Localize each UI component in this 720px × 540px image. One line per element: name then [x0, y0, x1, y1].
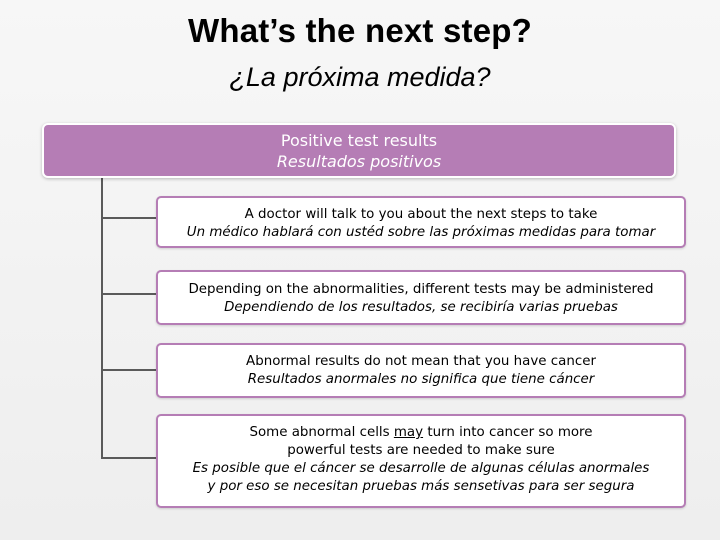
slide-title: What’s the next step?	[187, 12, 532, 49]
step-card-different-tests: Depending on the abnormalities, differen…	[156, 270, 686, 325]
step-card-4-english-line2: powerful tests are needed to make sure	[287, 443, 555, 458]
step-card-4-english-line1: Some abnormal cells may turn into cancer…	[249, 425, 593, 440]
root-node-title: Positive test results	[280, 131, 438, 150]
step-card-2-spanish: Dependiendo de los resultados, se recibi…	[224, 300, 618, 315]
tree-connector-branch-3	[101, 369, 157, 371]
step-card-doctor-talk: A doctor will talk to you about the next…	[156, 196, 686, 248]
step-card-4-spanish-line1: Es posible que el cáncer se desarrolle d…	[192, 461, 650, 476]
step-card-more-tests: Some abnormal cells may turn into cancer…	[156, 414, 686, 508]
tree-connector-vertical	[101, 178, 103, 458]
root-node-positive-results: Positive test results Resultados positiv…	[42, 123, 676, 178]
step-card-1-english: A doctor will talk to you about the next…	[244, 207, 598, 222]
slide-subtitle: ¿La próxima medida?	[229, 62, 491, 92]
step-card-1-spanish: Un médico hablará con ustéd sobre las pr…	[186, 225, 656, 240]
emphasis-may: may	[393, 425, 424, 440]
step-card-2-english: Depending on the abnormalities, differen…	[188, 282, 654, 297]
tree-connector-branch-4	[101, 457, 157, 459]
step-card-3-english: Abnormal results do not mean that you ha…	[246, 354, 596, 369]
step-card-not-cancer: Abnormal results do not mean that you ha…	[156, 343, 686, 398]
step-card-3-spanish: Resultados anormales no significa que ti…	[247, 372, 595, 387]
tree-connector-branch-2	[101, 293, 157, 295]
step-card-4-spanish-line2: y por eso se necesitan pruebas más sense…	[207, 479, 635, 494]
tree-connector-branch-1	[101, 217, 157, 219]
root-node-subtitle: Resultados positivos	[276, 152, 442, 171]
